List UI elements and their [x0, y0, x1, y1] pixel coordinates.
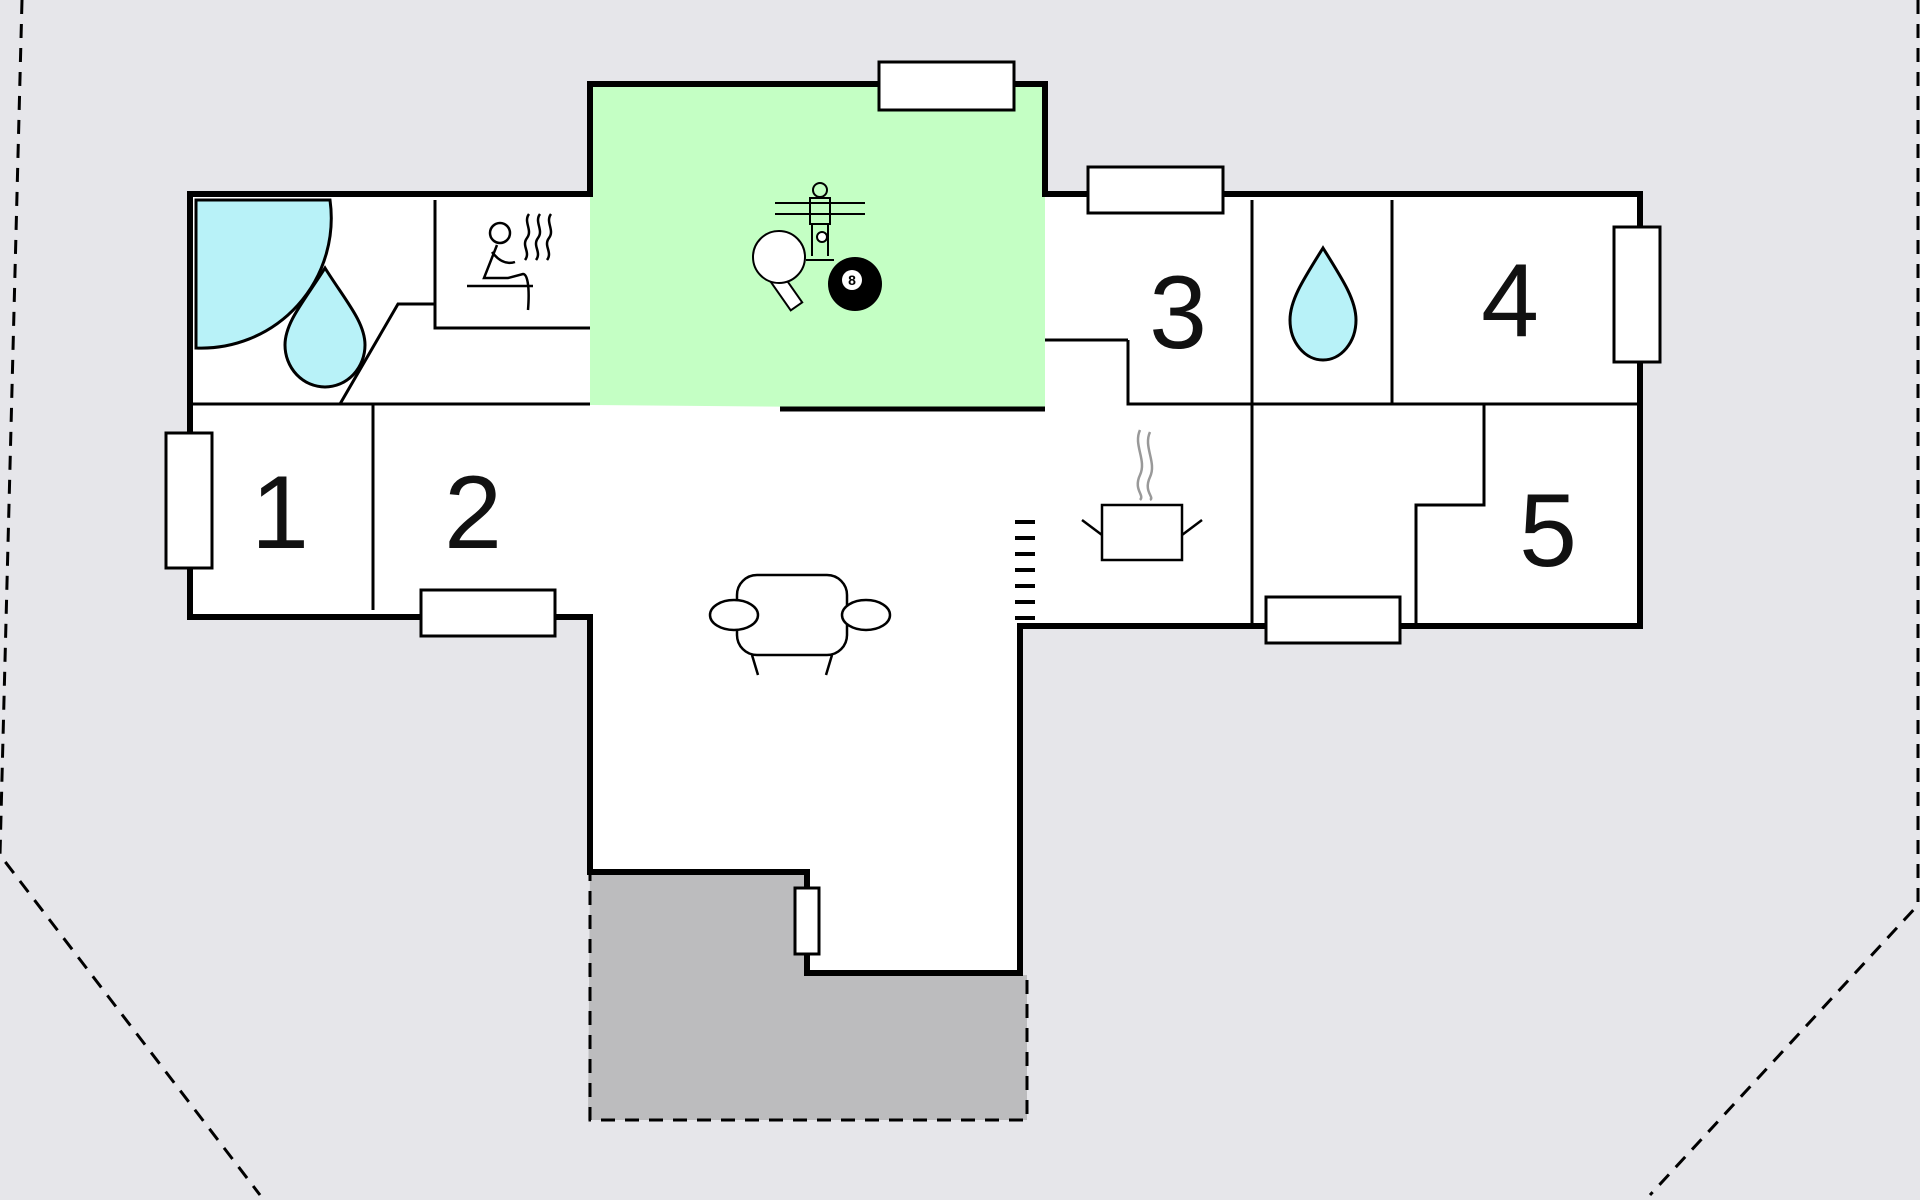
terrace — [588, 867, 1027, 1120]
water-drop-icon — [283, 265, 367, 389]
activity-room — [590, 84, 1045, 409]
plot-boundary-right — [1648, 0, 1920, 1197]
interior-walls — [190, 200, 1640, 624]
terrace-edge — [588, 867, 1029, 1122]
bathtub-icon — [194, 198, 333, 350]
billiard-ball-icon: 8 — [828, 257, 882, 311]
sauna-icon — [467, 213, 553, 311]
sofa-icon — [708, 573, 892, 676]
room-number-5: 5 — [1519, 473, 1577, 589]
house-floor — [190, 84, 1640, 973]
exterior-walls — [187, 81, 1643, 976]
table-football-icon — [775, 182, 865, 261]
window-icon — [164, 60, 1662, 956]
stairs-icon — [1015, 520, 1035, 620]
table-tennis-icon — [752, 230, 828, 312]
plot-boundary — [0, 0, 262, 1196]
room-number-1: 1 — [251, 455, 309, 571]
cooking-pot-icon — [1081, 429, 1203, 562]
water-drop-icon — [1288, 245, 1358, 362]
room-number-3: 3 — [1149, 255, 1207, 371]
room-number-4: 4 — [1481, 243, 1539, 359]
room-number-2: 2 — [444, 455, 502, 571]
svg-text:8: 8 — [848, 272, 856, 288]
